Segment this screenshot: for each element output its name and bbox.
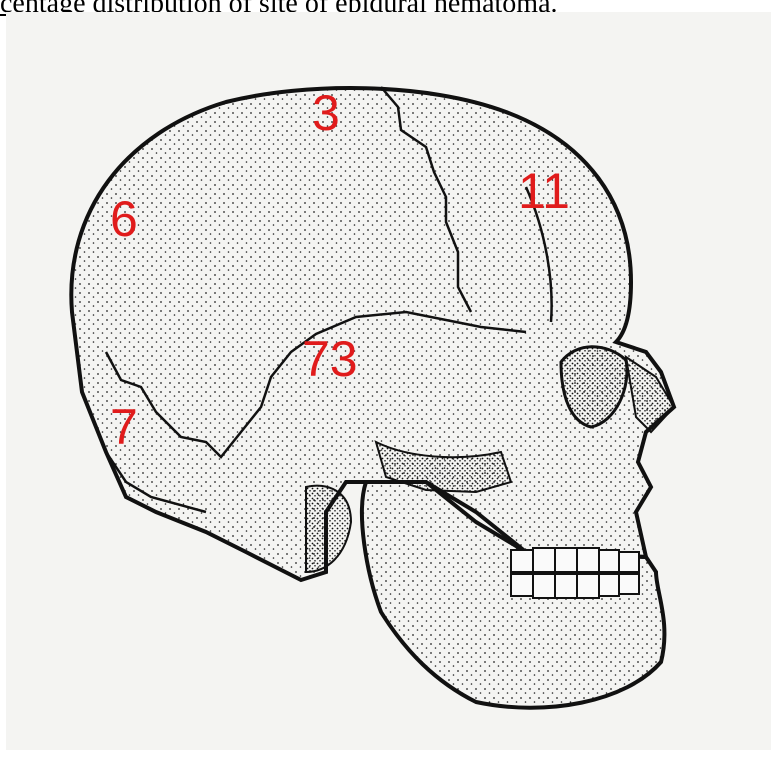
- label-parietal: 3: [312, 88, 340, 138]
- mastoid: [306, 486, 351, 572]
- label-temporal: 73: [302, 334, 358, 384]
- skull-illustration: [6, 12, 771, 750]
- label-occipital-lower: 7: [110, 402, 138, 452]
- label-occipital-upper: 6: [110, 194, 138, 244]
- skull-diagram: 3 11 6 73 7: [6, 12, 771, 750]
- teeth: [511, 548, 639, 598]
- label-frontal: 11: [518, 166, 570, 216]
